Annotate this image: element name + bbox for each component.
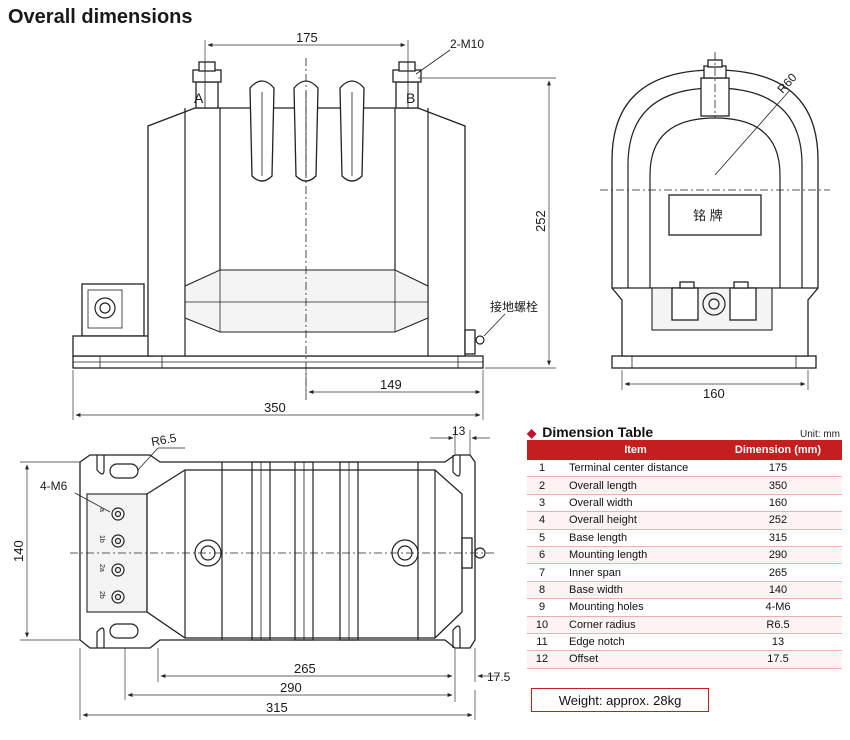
dim-290: 290 — [280, 680, 302, 695]
table-cell-dimension: 252 — [714, 511, 842, 530]
terminal-b-label: B — [406, 90, 415, 106]
nameplate-label: 铭 牌 — [693, 208, 723, 223]
holes-label: 4-M6 — [40, 479, 68, 493]
dim-13: 13 — [452, 424, 466, 438]
secondary-terminals — [111, 507, 125, 604]
table-cell-dimension: 290 — [714, 546, 842, 565]
dim-175: 175 — [296, 30, 318, 45]
table-cell-item: Inner span — [557, 563, 714, 582]
table-cell-item: Overall width — [557, 494, 714, 513]
terminal-mark-1: a — [98, 508, 105, 512]
table-cell-item: Base width — [557, 581, 714, 600]
table-cell-no: 5 — [527, 529, 557, 547]
table-cell-item: Mounting holes — [557, 598, 714, 617]
table-unit: Unit: mm — [800, 429, 840, 440]
dim-160: 160 — [703, 386, 725, 401]
weight-label: Weight: approx. 28kg — [531, 688, 709, 712]
table-cell-item: Overall length — [557, 476, 714, 495]
table-header-row: Item Dimension (mm) — [527, 440, 842, 460]
table-header-no — [527, 440, 557, 460]
screws-label: 2-M10 — [450, 37, 484, 51]
table-cell-dimension: 13 — [714, 633, 842, 652]
table-cell-no: 7 — [527, 563, 557, 582]
top-body — [146, 469, 463, 639]
table-cell-dimension: 4-M6 — [714, 598, 842, 617]
front-sheds — [249, 80, 365, 182]
table-cell-no: 10 — [527, 616, 557, 634]
top-sheds — [251, 461, 359, 641]
dim-252: 252 — [533, 210, 548, 232]
nameplate — [668, 194, 762, 236]
table-cell-item: Corner radius — [557, 616, 714, 634]
side-base-plate — [611, 355, 817, 369]
table-cell-no: 9 — [527, 598, 557, 617]
dim-149: 149 — [380, 377, 402, 392]
table-title: ◆Dimension Table — [527, 424, 654, 440]
table-cell-dimension: 160 — [714, 494, 842, 513]
terminal-mark-2: 1b — [98, 535, 105, 543]
radius-r6-5: R6.5 — [150, 431, 178, 449]
table-cell-dimension: R6.5 — [714, 616, 842, 634]
dim-17-5: 17.5 — [487, 670, 511, 684]
table-cell-no: 8 — [527, 581, 557, 600]
dim-315: 315 — [266, 700, 288, 715]
table-cell-no: 6 — [527, 546, 557, 565]
terminal-a-label: A — [194, 90, 204, 106]
table-cell-dimension: 140 — [714, 581, 842, 600]
dim-140: 140 — [11, 540, 26, 562]
table-header-item: Item — [557, 440, 714, 460]
ground-bolt-label: 接地螺栓 — [490, 299, 538, 314]
top-dimensions: 13 140 265 17.5 290 315 — [11, 424, 511, 720]
table-cell-item: Terminal center distance — [557, 460, 714, 478]
top-view: a 1b 2a 2b R6.5 4-M6 — [40, 431, 495, 649]
table-cell-item: Overall height — [557, 511, 714, 530]
side-view: 铭 牌 R60 — [600, 52, 830, 369]
table-cell-no: 1 — [527, 460, 557, 478]
side-dimensions: 160 — [621, 370, 809, 401]
table-cell-no: 2 — [527, 476, 557, 495]
dim-265: 265 — [294, 661, 316, 676]
front-view: A B 接地螺栓 2-M10 — [72, 37, 538, 400]
terminal-b — [392, 61, 422, 109]
table-header-dimension: Dimension (mm) — [714, 440, 842, 460]
table-cell-no: 4 — [527, 511, 557, 530]
table-cell-dimension: 265 — [714, 563, 842, 582]
table-cell-dimension: 350 — [714, 476, 842, 495]
diamond-icon: ◆ — [527, 426, 537, 440]
terminal-a — [192, 61, 222, 109]
table-cell-item: Edge notch — [557, 633, 714, 652]
table-cell-item: Base length — [557, 529, 714, 547]
table-cell-item: Mounting length — [557, 546, 714, 565]
dim-350: 350 — [264, 400, 286, 415]
table-cell-no: 12 — [527, 650, 557, 669]
table-cell-item: Offset — [557, 650, 714, 669]
table-cell-no: 11 — [527, 633, 557, 652]
terminal-mark-3: 2a — [98, 564, 105, 572]
dimension-table: ◆Dimension Table Unit: mm Item Dimension… — [527, 418, 842, 669]
terminal-mark-4: 2b — [98, 591, 105, 599]
front-dimensions: 175 252 149 350 — [72, 30, 556, 420]
table-cell-dimension: 175 — [714, 460, 842, 478]
table-cell-dimension: 315 — [714, 529, 842, 547]
page-title: Overall dimensions — [8, 6, 193, 28]
table-cell-no: 3 — [527, 494, 557, 513]
table-cell-dimension: 17.5 — [714, 650, 842, 669]
